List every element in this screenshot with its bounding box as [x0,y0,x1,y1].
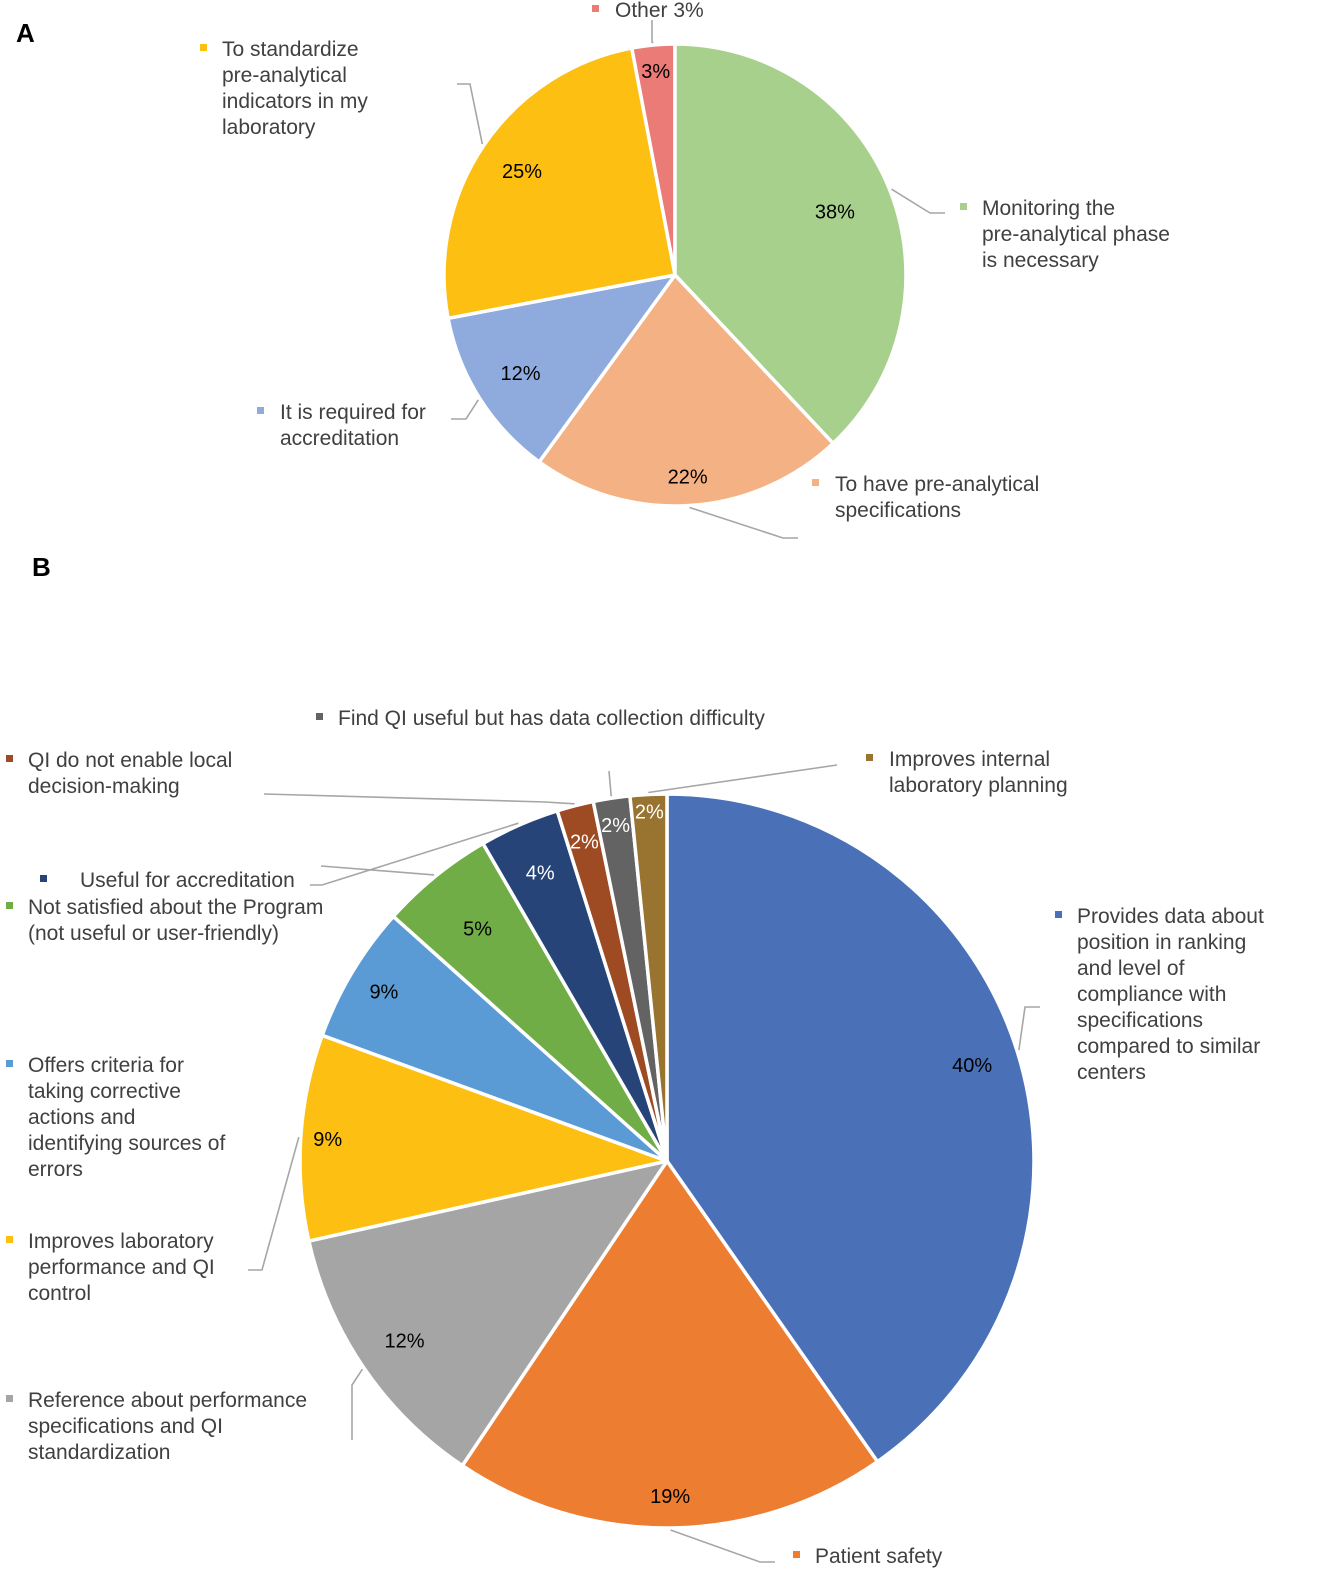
data-label-offers-criteria-for-taking-corrective-ac: 9% [369,982,398,1004]
legend-marker-improves-laboratory-performance-and-qi-c [6,1236,13,1243]
data-label-useful-for-accreditation: 4% [526,863,555,885]
leader-line-monitoring-the-pre-analytical-phase-is-n [891,188,945,214]
legend-marker-patient-safety [793,1551,800,1558]
legend-marker-other-3 [592,5,599,12]
data-label-monitoring-the-pre-analytical-phase-is-n: 38% [815,202,855,224]
legend-label-not-satisfied-about-the-program-not-usef: Not satisfied about the Program(not usef… [28,896,323,945]
legend-marker-reference-about-performance-specificatio [6,1395,13,1402]
data-label-to-have-pre-analytical-specifications: 22% [668,467,708,489]
legend-marker-offers-criteria-for-taking-corrective-ac [6,1060,13,1067]
panel-b-label: B [32,552,51,582]
leader-line-not-satisfied-about-the-program-not-usef [320,865,435,876]
pie-chart-b: 40%19%12%9%9%5%4%2%2%2%Provides data abo… [6,707,1264,1568]
legend-marker-to-have-pre-analytical-specifications [812,479,819,486]
data-label-provides-data-about-position-in-ranking-: 40% [952,1055,992,1077]
pie-slice-improves-internal-laboratory-planning [628,792,669,1163]
pie-slice-it-is-required-for-accreditation [446,273,677,464]
leader-line-to-have-pre-analytical-specifications [689,506,798,539]
data-label-other-3: 3% [641,61,670,83]
pie-slice-offers-criteria-for-taking-corrective-ac [320,914,669,1163]
leader-line-useful-for-accreditation [310,822,519,886]
pie-slice-reference-about-performance-specificatio [307,1159,669,1468]
leader-line-it-is-required-for-accreditation [451,399,479,420]
legend-marker-qi-do-not-enable-local-decision-making [6,755,13,762]
data-label-reference-about-performance-specificatio: 12% [384,1330,424,1352]
pie-slice-to-standardize-pre-analytical-indicators [442,46,677,321]
legend-marker-find-qi-useful-but-has-data-collection-d [316,713,323,720]
data-label-improves-laboratory-performance-and-qi-c: 9% [313,1129,342,1151]
legend-marker-to-standardize-pre-analytical-indicators [200,44,207,51]
data-label-patient-safety: 19% [650,1486,690,1508]
legend-label-useful-for-accreditation: Useful for accreditation [80,869,295,892]
leader-line-provides-data-about-position-in-ranking- [1018,1006,1040,1051]
data-label-not-satisfied-about-the-program-not-usef: 5% [463,918,492,940]
data-label-to-standardize-pre-analytical-indicators: 25% [502,161,542,183]
leader-line-improves-internal-laboratory-planning [648,764,838,794]
legend-marker-monitoring-the-pre-analytical-phase-is-n [960,203,967,210]
leader-line-qi-do-not-enable-local-decision-making [263,793,575,805]
pie-slice-patient-safety [460,1159,880,1530]
leader-line-improves-laboratory-performance-and-qi-c [248,1136,300,1271]
legend-marker-improves-internal-laboratory-planning [866,754,873,761]
legend-marker-useful-for-accreditation [40,875,47,882]
legend-marker-it-is-required-for-accreditation [257,407,264,414]
data-label-it-is-required-for-accreditation: 12% [500,363,540,385]
data-label-find-qi-useful-but-has-data-collection-d: 2% [601,815,630,837]
leader-line-find-qi-useful-but-has-data-collection-d [608,770,612,797]
leader-line-other-3 [651,20,654,44]
pie-slice-monitoring-the-pre-analytical-phase-is-n [673,42,908,446]
leader-line-to-standardize-pre-analytical-indicators [457,83,484,145]
pie-slice-to-have-pre-analytical-specifications [537,273,835,508]
leader-line-patient-safety [670,1529,775,1563]
data-label-qi-do-not-enable-local-decision-making: 2% [570,832,599,854]
legend-label-find-qi-useful-but-has-data-collection-d: Find QI useful but has data collection d… [338,707,765,730]
legend-marker-not-satisfied-about-the-program-not-usef [6,902,13,909]
panel-a-label: A [16,18,35,48]
legend-label-other-3: Other 3% [615,0,704,22]
data-label-improves-internal-laboratory-planning: 2% [635,801,664,823]
legend-marker-provides-data-about-position-in-ranking- [1055,911,1062,918]
pie-slice-provides-data-about-position-in-ranking- [665,792,1036,1464]
legend-label-patient-safety: Patient safety [815,1545,943,1568]
leader-line-reference-about-performance-specificatio [351,1368,364,1440]
pie-slice-improves-laboratory-performance-and-qi-c [298,1033,669,1243]
